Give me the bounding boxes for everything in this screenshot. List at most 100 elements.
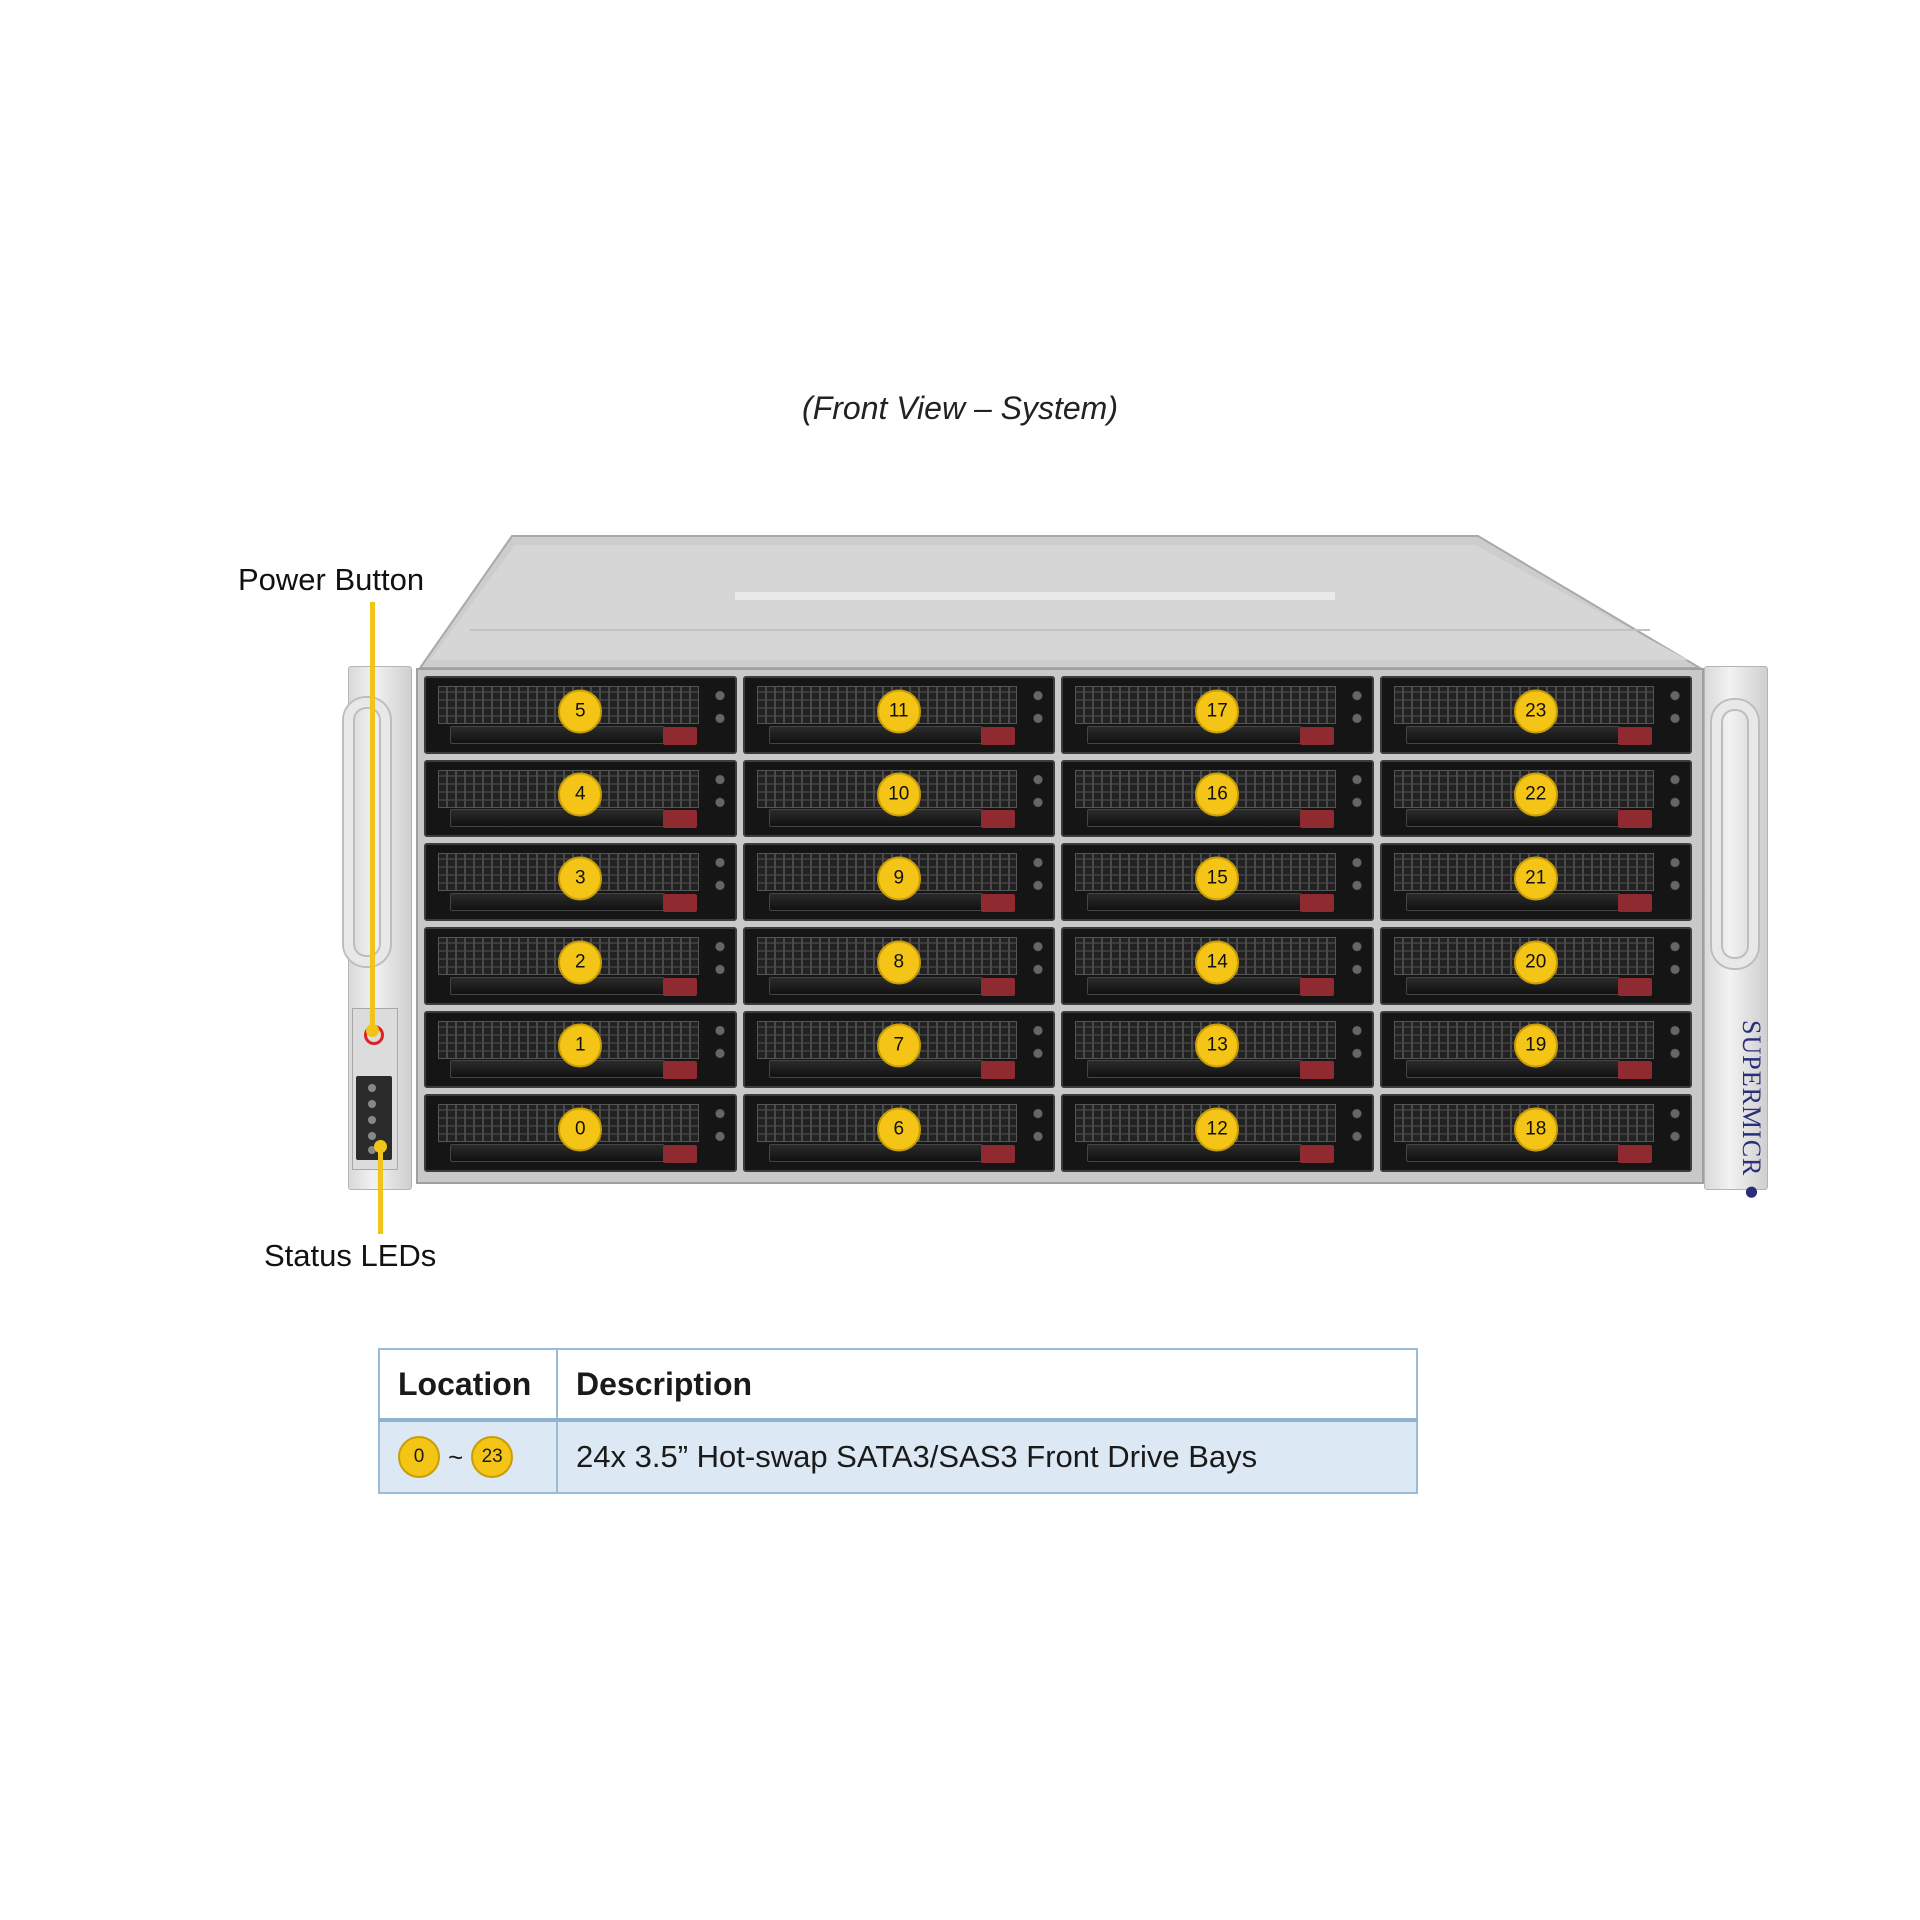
release-latch-icon[interactable] [662, 977, 697, 996]
release-latch-icon[interactable] [981, 977, 1015, 996]
release-latch-icon[interactable] [1618, 893, 1652, 912]
bay-latch [1405, 1060, 1620, 1079]
bay-latch [450, 976, 665, 995]
drive-bay[interactable]: 13 [1061, 1010, 1374, 1089]
release-latch-icon[interactable] [981, 726, 1015, 745]
release-latch-icon[interactable] [1299, 893, 1334, 912]
bay-screws [1031, 771, 1045, 810]
bay-screws [712, 771, 727, 810]
bay-latch [450, 725, 665, 744]
bay-latch [1405, 809, 1620, 828]
bay-number-badge: 17 [1195, 689, 1240, 734]
bay-number-badge: 1 [558, 1023, 603, 1068]
drive-bay[interactable]: 12 [1061, 1094, 1374, 1172]
bay-number-badge: 9 [876, 856, 921, 901]
bay-number-badge: 11 [876, 689, 921, 734]
bay-latch [1087, 976, 1302, 995]
location-to-badge: 23 [471, 1436, 514, 1478]
bay-screws [1349, 938, 1364, 977]
bay-number-badge: 3 [558, 856, 603, 901]
bay-latch [1087, 1143, 1302, 1162]
release-latch-icon[interactable] [981, 810, 1015, 829]
table-row: 0~23 24x 3.5” Hot-swap SATA3/SAS3 Front … [379, 1420, 1418, 1493]
release-latch-icon[interactable] [981, 1061, 1015, 1080]
release-latch-icon[interactable] [981, 1144, 1015, 1163]
bay-latch [450, 809, 665, 828]
led-icon [368, 1132, 376, 1140]
right-handle-icon[interactable] [1712, 700, 1758, 968]
release-latch-icon[interactable] [1618, 977, 1652, 996]
drive-bay[interactable]: 4 [424, 759, 737, 838]
release-latch-icon[interactable] [662, 810, 697, 829]
bay-latch [768, 976, 983, 995]
led-icon [368, 1116, 376, 1124]
drive-bay[interactable]: 19 [1379, 1010, 1692, 1089]
drive-bay[interactable]: 1 [424, 1010, 737, 1089]
drive-bay[interactable]: 2 [424, 926, 737, 1005]
bay-latch [1405, 892, 1620, 911]
drive-bay[interactable]: 5 [424, 676, 737, 754]
drive-bay[interactable]: 0 [424, 1094, 737, 1172]
bay-screws [1031, 688, 1045, 726]
release-latch-icon[interactable] [662, 1061, 697, 1080]
range-separator: ~ [448, 1441, 464, 1472]
bay-number-badge: 5 [558, 689, 603, 734]
drive-bay[interactable]: 8 [742, 926, 1055, 1005]
drive-bay[interactable]: 16 [1061, 759, 1374, 838]
bay-number-badge: 22 [1513, 772, 1558, 817]
bay-number-badge: 21 [1513, 856, 1558, 901]
bay-number-badge: 0 [558, 1107, 603, 1152]
status-callout-dot [374, 1140, 387, 1153]
status-leds-label: Status LEDs [264, 1238, 437, 1273]
drive-bay[interactable]: 9 [742, 843, 1055, 921]
drive-bay[interactable]: 3 [424, 843, 737, 921]
release-latch-icon[interactable] [981, 893, 1015, 912]
release-latch-icon[interactable] [662, 726, 697, 745]
bay-number-badge: 8 [876, 940, 921, 985]
table-header-row: Location Description [379, 1349, 1418, 1422]
release-latch-icon[interactable] [1299, 1061, 1334, 1080]
release-latch-icon[interactable] [1299, 977, 1334, 996]
bay-latch [1405, 725, 1620, 744]
drive-bay[interactable]: 21 [1379, 843, 1692, 921]
bay-latch [768, 1143, 983, 1162]
release-latch-icon[interactable] [1299, 726, 1334, 745]
location-from-badge: 0 [398, 1436, 440, 1478]
release-latch-icon[interactable] [1299, 810, 1334, 829]
release-latch-icon[interactable] [1618, 1144, 1652, 1163]
drive-bay[interactable]: 18 [1379, 1094, 1692, 1172]
drive-bay[interactable]: 17 [1061, 676, 1374, 754]
bay-number-badge: 10 [876, 772, 921, 817]
drive-bay[interactable]: 20 [1379, 926, 1692, 1005]
bay-latch [450, 1060, 665, 1079]
power-callout-dot [366, 1024, 379, 1037]
drive-bay[interactable]: 7 [742, 1010, 1055, 1089]
bay-number-badge: 2 [558, 940, 603, 985]
location-table: Location Description 0~23 24x 3.5” Hot-s… [378, 1348, 1418, 1494]
bay-screws [1349, 855, 1364, 894]
bay-number-badge: 16 [1195, 772, 1240, 817]
drive-bay[interactable]: 6 [742, 1094, 1055, 1172]
drive-bay[interactable]: 15 [1061, 843, 1374, 921]
drive-bay[interactable]: 22 [1379, 759, 1692, 838]
left-handle-icon[interactable] [344, 698, 390, 966]
drive-bay[interactable]: 11 [742, 676, 1055, 754]
brand-logo: SUPERMICR● [1737, 1020, 1766, 1207]
drive-bay[interactable]: 23 [1379, 676, 1692, 754]
release-latch-icon[interactable] [662, 1144, 697, 1163]
drive-bay[interactable]: 14 [1061, 926, 1374, 1005]
release-latch-icon[interactable] [662, 893, 697, 912]
bay-latch [1405, 976, 1620, 995]
drive-bay[interactable]: 10 [742, 759, 1055, 838]
bay-screws [1668, 1106, 1682, 1145]
bay-screws [1031, 1022, 1045, 1061]
bay-screws [1668, 938, 1682, 977]
bay-latch [450, 1143, 665, 1162]
release-latch-icon[interactable] [1618, 1061, 1652, 1080]
bay-screws [712, 938, 727, 977]
release-latch-icon[interactable] [1618, 810, 1652, 829]
bay-latch [1087, 725, 1302, 744]
release-latch-icon[interactable] [1299, 1144, 1334, 1163]
release-latch-icon[interactable] [1618, 726, 1652, 745]
